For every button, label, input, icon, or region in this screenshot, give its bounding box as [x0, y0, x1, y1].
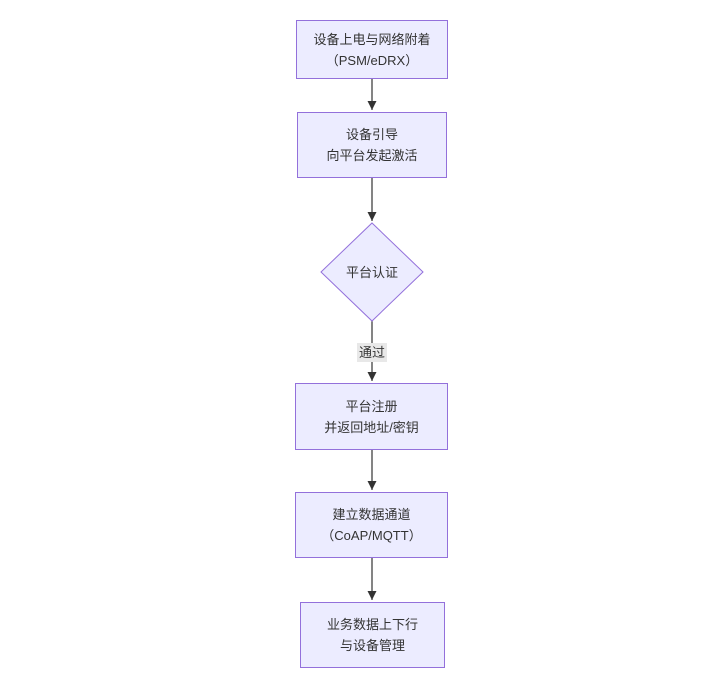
node-power-network-attach: 设备上电与网络附着 （PSM/eDRX）	[296, 20, 448, 79]
node-business-data: 业务数据上下行 与设备管理	[300, 602, 445, 668]
node-text-line: 与设备管理	[339, 638, 405, 653]
node-device-bootstrap: 设备引导 向平台发起激活	[297, 112, 447, 178]
node-platform-auth: 平台认证	[321, 252, 423, 292]
node-text-line: 向平台发起激活	[326, 148, 418, 163]
node-text-line: 设备引导	[345, 127, 398, 142]
node-text-line: 平台注册	[345, 398, 398, 414]
node-text-line: 平台认证	[345, 264, 398, 280]
node-text-line: 设备上电与网络附着	[313, 31, 431, 47]
node-text-line: 建立数据通道	[332, 507, 411, 522]
node-platform-register: 平台注册 并返回地址/密钥	[295, 383, 448, 450]
edge-label-pass: 通过	[357, 343, 388, 362]
node-text-line: （CoAP/MQTT）	[321, 528, 422, 543]
decision-diamond-shape	[320, 222, 424, 322]
node-text-line: （PSM/eDRX）	[325, 52, 419, 68]
node-data-channel: 建立数据通道 （CoAP/MQTT）	[295, 492, 448, 558]
node-text-line: 并返回地址/密钥	[324, 419, 419, 435]
node-text-line: 业务数据上下行	[326, 617, 418, 632]
